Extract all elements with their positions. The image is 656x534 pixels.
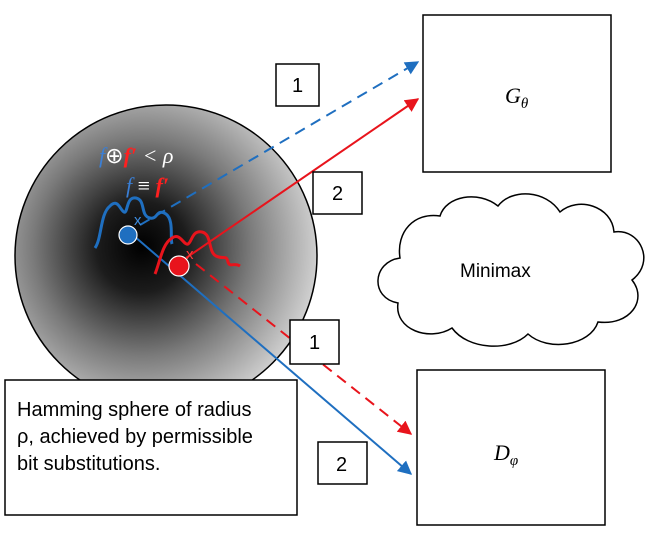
red-solid-arrow [185,98,420,259]
caption-box [4,379,298,516]
red-wave-curve [153,230,241,275]
step-label-blue-dashed: 1 [292,75,303,97]
minimax-cloud [377,193,645,347]
blue-point [118,225,138,245]
step-label-red-dashed: 1 [309,332,320,354]
step-box-red-dashed [289,319,340,365]
step-label-blue-solid: 2 [336,454,347,476]
step-box-red-solid [312,171,363,215]
generator-label: Gθ [505,83,529,112]
generator-box [422,14,612,173]
red-point [168,255,190,277]
discriminator-label: Dφ [493,440,518,469]
blue-wave-curve [93,196,174,249]
discriminator-box [416,369,606,526]
minimax-label: Minimax [460,261,531,282]
step-box-blue-solid [317,441,368,485]
red-x-mark: x [186,246,194,263]
equivalence-relation: f ≡ f′ [126,173,169,198]
caption-line-3: bit substitutions. [17,453,160,475]
red-dashed-arrow [195,263,413,435]
caption-line-2: ρ, achieved by permissible [17,426,253,448]
blue-x-mark: x [134,212,142,229]
step-label-red-solid: 2 [332,183,343,205]
step-box-blue-dashed [275,63,320,107]
xor-inequality: f⊕f′ < ρ [99,143,173,168]
caption-line-1: Hamming sphere of radius [17,399,252,421]
